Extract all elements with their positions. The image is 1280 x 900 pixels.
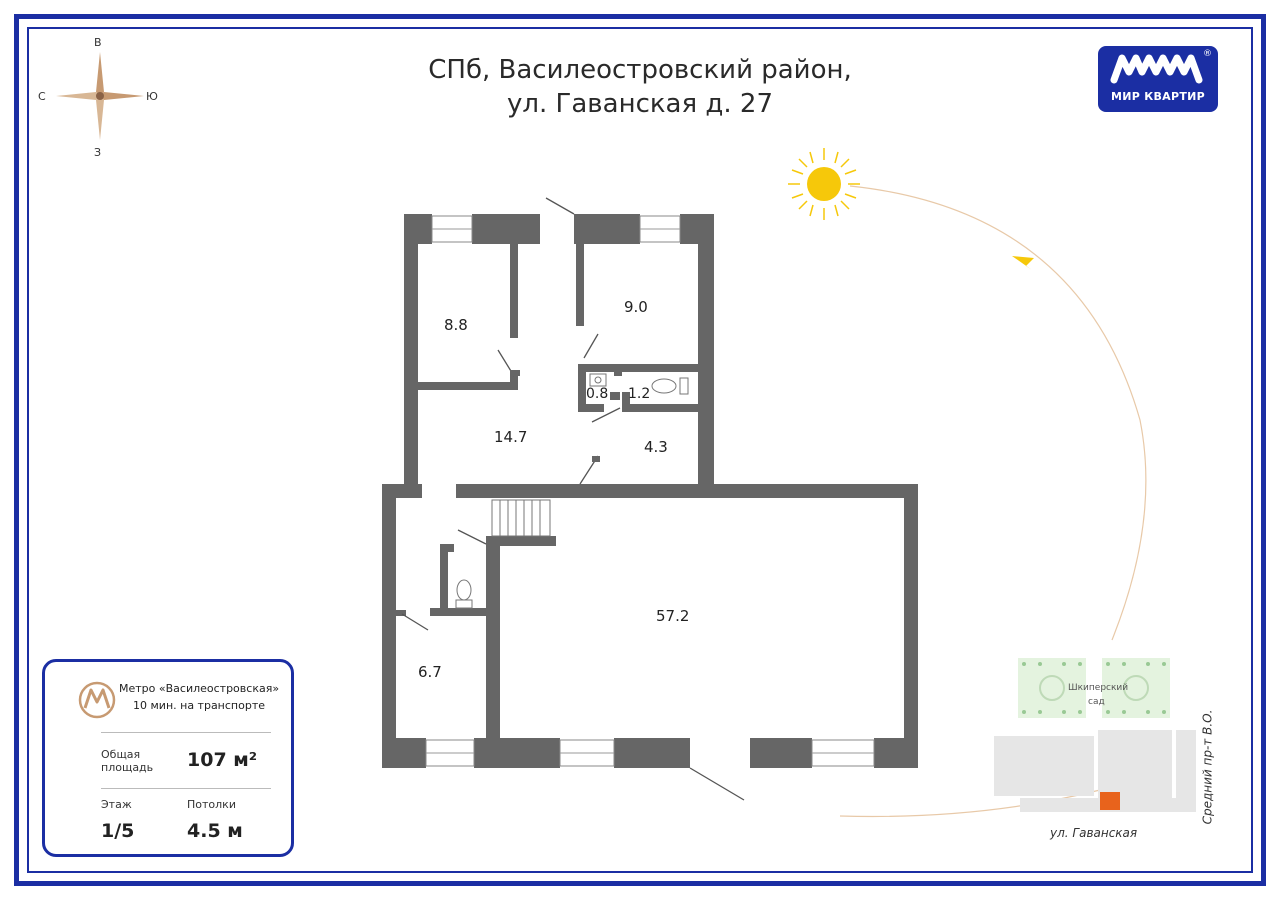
logo-text: МИР КВАРТИР <box>1110 90 1206 103</box>
toilet-icon-lower <box>455 579 473 609</box>
room-area-label: 14.7 <box>494 428 528 446</box>
park-map <box>1018 658 1170 718</box>
room-area-label: 8.8 <box>444 316 468 334</box>
brand-logo: МИР КВАРТИР ® <box>1098 46 1218 112</box>
compass-rose: В Ю З С <box>38 36 158 160</box>
area-value: 107 м² <box>187 749 258 771</box>
sun-path-arrow-icon <box>1012 256 1034 270</box>
compass-east-label: Ю <box>146 90 158 103</box>
sink-icon <box>589 373 607 387</box>
address-line-2: ул. Гаванская д. 27 <box>506 89 773 119</box>
compass-west-label: С <box>38 90 46 103</box>
compass-star-icon <box>56 52 144 140</box>
area-label-line1: Общая <box>101 748 141 761</box>
buildings-map <box>994 730 1196 812</box>
room-area-label: 6.7 <box>418 663 442 681</box>
metro-icon <box>78 681 116 719</box>
sun-icon <box>788 148 860 220</box>
room-area-label: 57.2 <box>656 607 690 625</box>
compass-south-label: З <box>94 146 102 159</box>
street-bottom-label: ул. Гаванская <box>1050 826 1138 840</box>
room-area-label: 1.2 <box>628 386 651 402</box>
metro-time: 10 мин. на транспорте <box>133 699 266 712</box>
ceiling-value: 4.5 м <box>187 820 243 842</box>
info-card: Метро «Василеостровская» 10 мин. на тран… <box>42 659 294 857</box>
room-area-label: 9.0 <box>624 298 648 316</box>
inner-frame <box>27 27 1253 873</box>
toilet-icon <box>651 377 689 395</box>
door-swings <box>401 197 745 801</box>
divider <box>101 732 271 733</box>
park-name-1: Шкиперский <box>1068 683 1129 693</box>
door-jambs <box>510 370 620 462</box>
outer-frame <box>14 14 1266 886</box>
room-area-label: 4.3 <box>644 438 668 456</box>
floor-plan-walls <box>382 214 918 768</box>
area-label-line2: площадь <box>101 761 154 774</box>
metro-name: Метро «Василеостровская» <box>119 682 280 695</box>
building-highlight-icon <box>1100 792 1120 810</box>
moon-path-arc <box>839 789 1101 818</box>
logo-mark-icon <box>1110 54 1203 84</box>
divider <box>101 788 271 789</box>
address-line-1: СПб, Василеостровский район, <box>428 55 852 85</box>
sun-path-arc <box>849 185 1147 641</box>
floor-label: Этаж <box>101 798 132 811</box>
compass-north-label: В <box>94 36 102 49</box>
ceiling-label: Потолки <box>187 798 236 811</box>
room-area-label: 0.8 <box>586 386 609 402</box>
logo-reg-mark: ® <box>1203 49 1212 59</box>
floor-value: 1/5 <box>101 820 135 842</box>
park-name-2: сад <box>1088 697 1105 707</box>
stairs-icon <box>491 499 551 537</box>
window-lines <box>426 228 874 754</box>
